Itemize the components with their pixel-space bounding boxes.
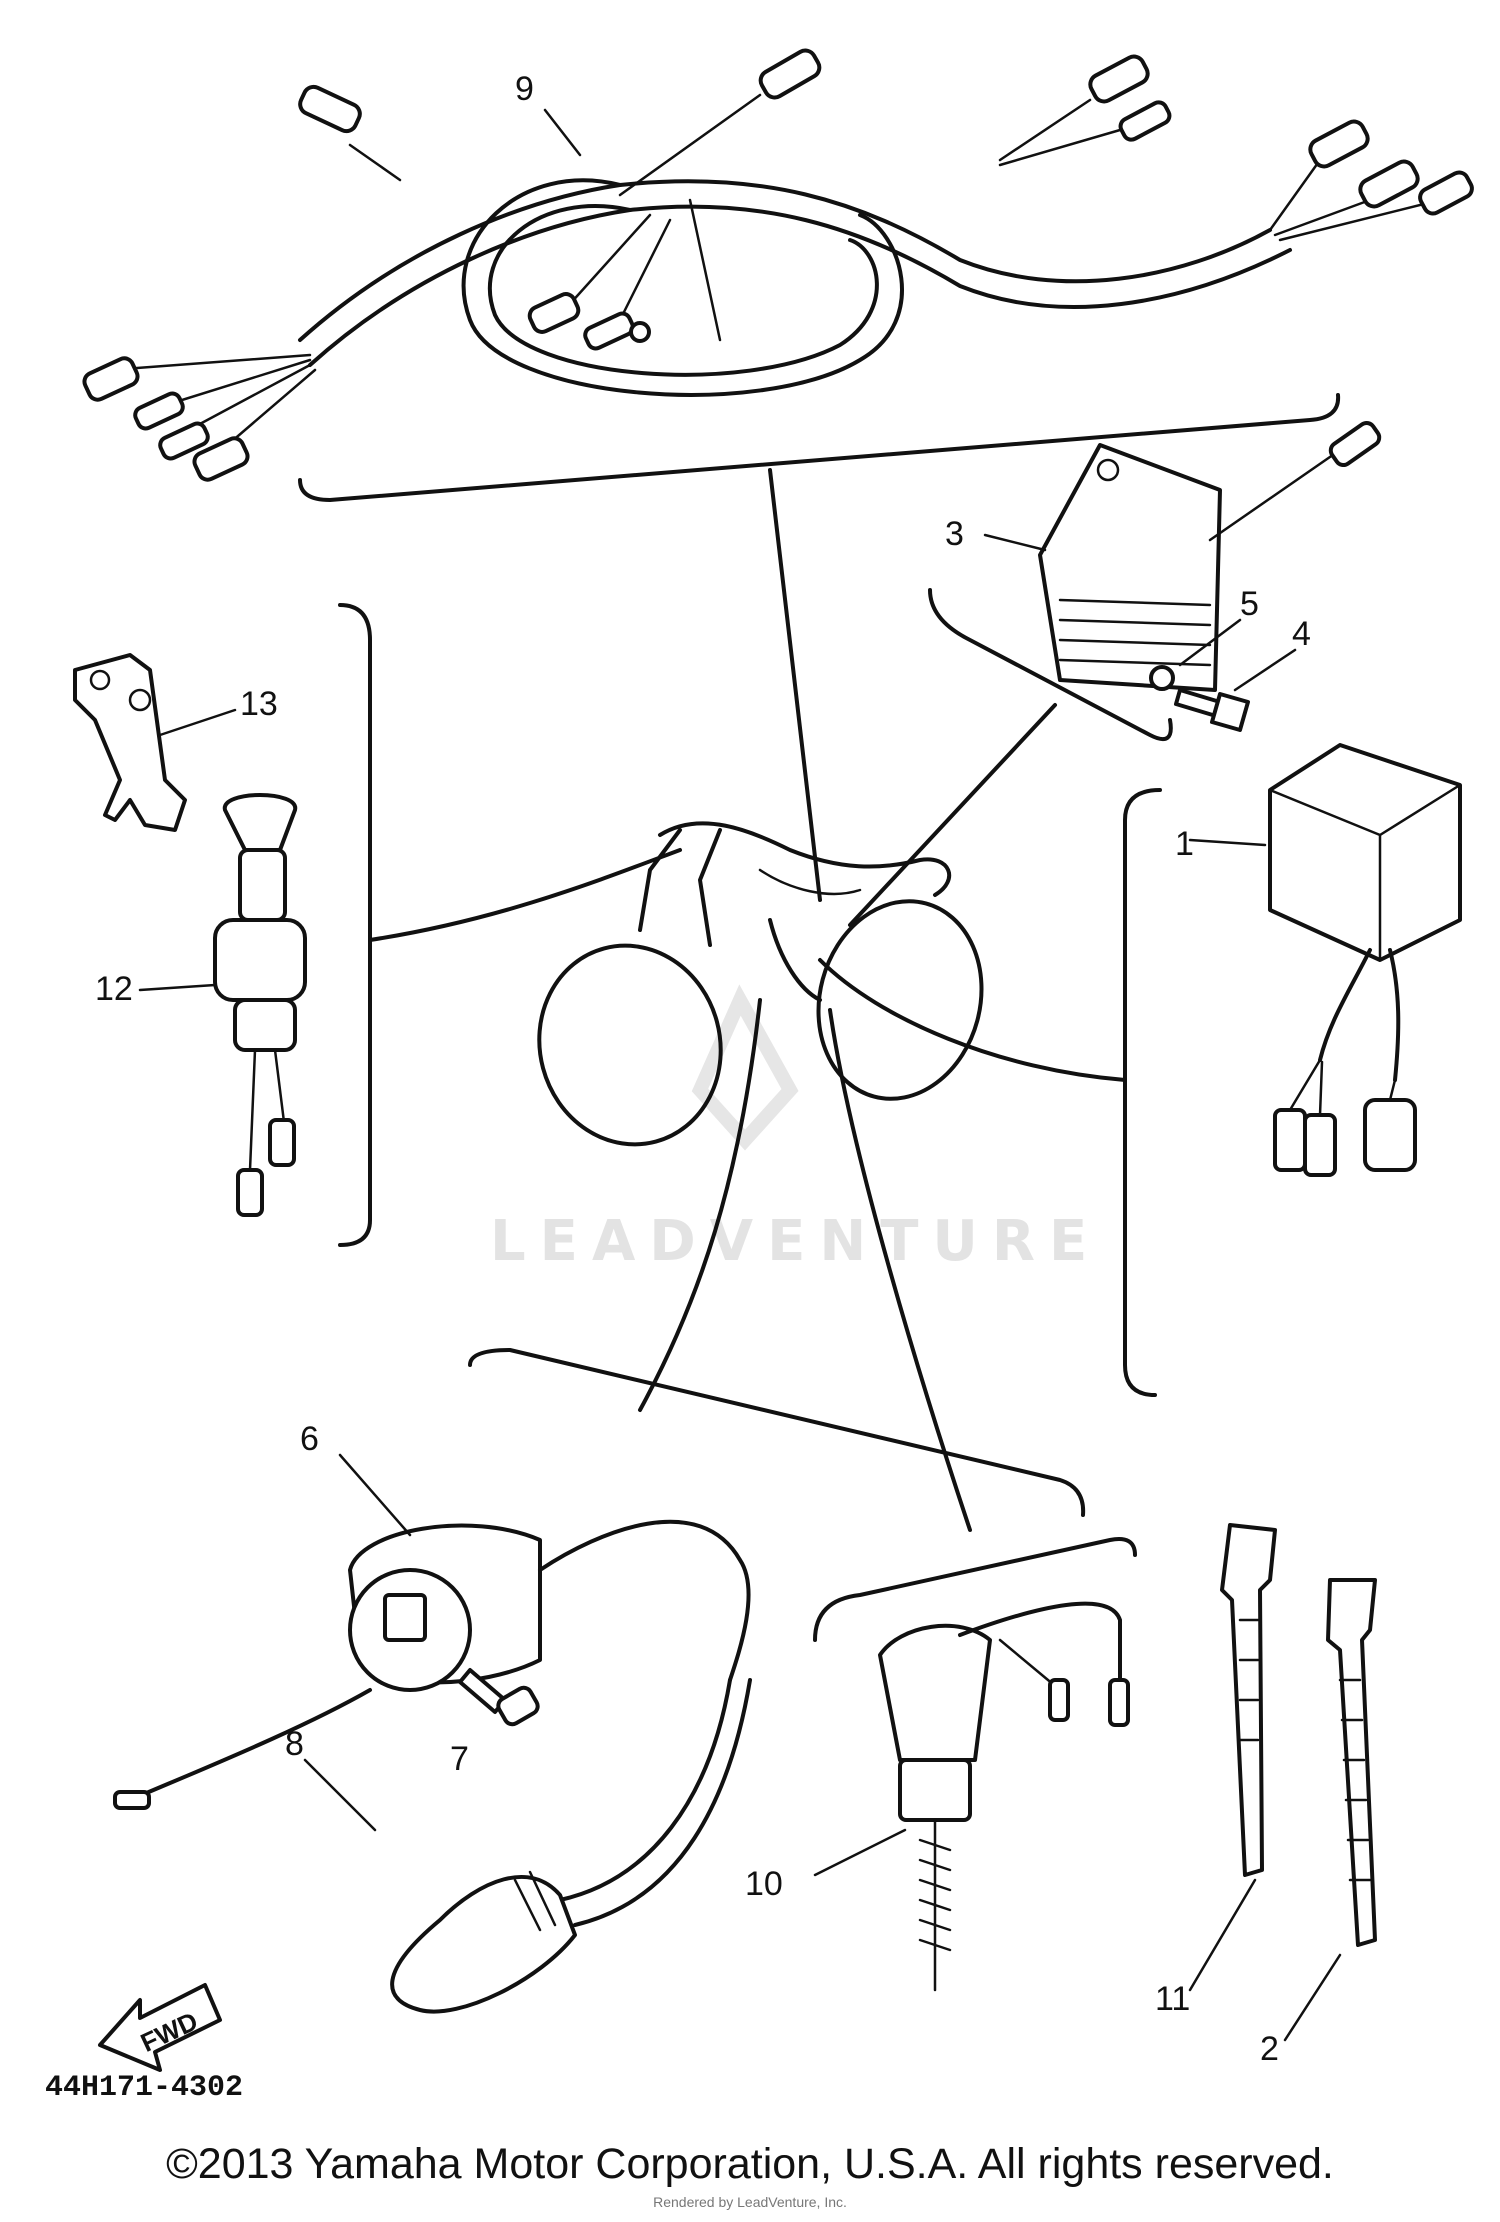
- wire-harness: [82, 48, 1474, 482]
- callout-9: 9: [515, 70, 534, 108]
- callout-7: 7: [450, 1740, 469, 1778]
- leader-6: [338, 1453, 412, 1537]
- callout-12: 12: [95, 970, 133, 1008]
- watermark-text: LEADVENTURE: [490, 1209, 1101, 1274]
- callout-8: 8: [285, 1725, 304, 1763]
- connector-lines: [368, 468, 1127, 1532]
- switch-bracket: [73, 653, 187, 832]
- bolt: [1174, 688, 1250, 732]
- callout-5: 5: [1240, 585, 1259, 623]
- switch-bracket-2: [813, 1537, 1137, 1642]
- callout-4: 4: [1292, 615, 1311, 653]
- coil-screw: [458, 1668, 540, 1727]
- callout-1: 1: [1175, 825, 1194, 863]
- copyright-notice: ©2013 Yamaha Motor Corporation, U.S.A. A…: [166, 2140, 1334, 2188]
- harness-bracket: [298, 393, 1341, 502]
- callout-6: 6: [300, 1420, 319, 1458]
- watermark: LEADVENTURE: [490, 984, 1101, 1274]
- leader-12: [138, 983, 217, 992]
- leader-5: [1178, 618, 1242, 667]
- cable-tie-2: [1326, 1578, 1377, 1947]
- washer: [1149, 665, 1175, 691]
- leader-3: [983, 533, 1047, 552]
- ignition-coil: [113, 1519, 751, 1810]
- spark-plug-cap: [390, 1678, 752, 2014]
- cable-tie-11: [1220, 1523, 1277, 1877]
- cdi-bracket: [1123, 788, 1162, 1397]
- leader-1: [1188, 838, 1267, 847]
- rectifier-regulator: [1038, 420, 1382, 692]
- cdi-unit: [1268, 743, 1462, 1177]
- leader-9: [543, 108, 582, 157]
- callout-13: 13: [240, 685, 278, 723]
- leader-8: [303, 1758, 377, 1832]
- coil-bracket: [468, 1348, 1086, 1517]
- engine-stop-switch: [213, 793, 307, 1217]
- leader-4: [1233, 648, 1297, 692]
- callout-11: 11: [1155, 1980, 1190, 2018]
- leader-2: [1283, 1953, 1342, 2042]
- diagram-code: 44H171-4302: [45, 2071, 243, 2105]
- rendered-by-notice: Rendered by LeadVenture, Inc.: [653, 2194, 847, 2210]
- motorcycle-outline: [537, 821, 984, 1147]
- leader-10: [813, 1828, 907, 1877]
- callout-3: 3: [945, 515, 964, 553]
- neutral-switch: [878, 1601, 1130, 1992]
- callout-10: 10: [745, 1865, 783, 1903]
- leader-13: [158, 708, 237, 737]
- callout-2: 2: [1260, 2030, 1279, 2068]
- fwd-arrow-icon: FWD: [98, 1983, 222, 2072]
- switch-bracket-brace: [338, 603, 372, 1247]
- leader-11: [1188, 1878, 1257, 1992]
- regulator-bracket: [928, 588, 1173, 741]
